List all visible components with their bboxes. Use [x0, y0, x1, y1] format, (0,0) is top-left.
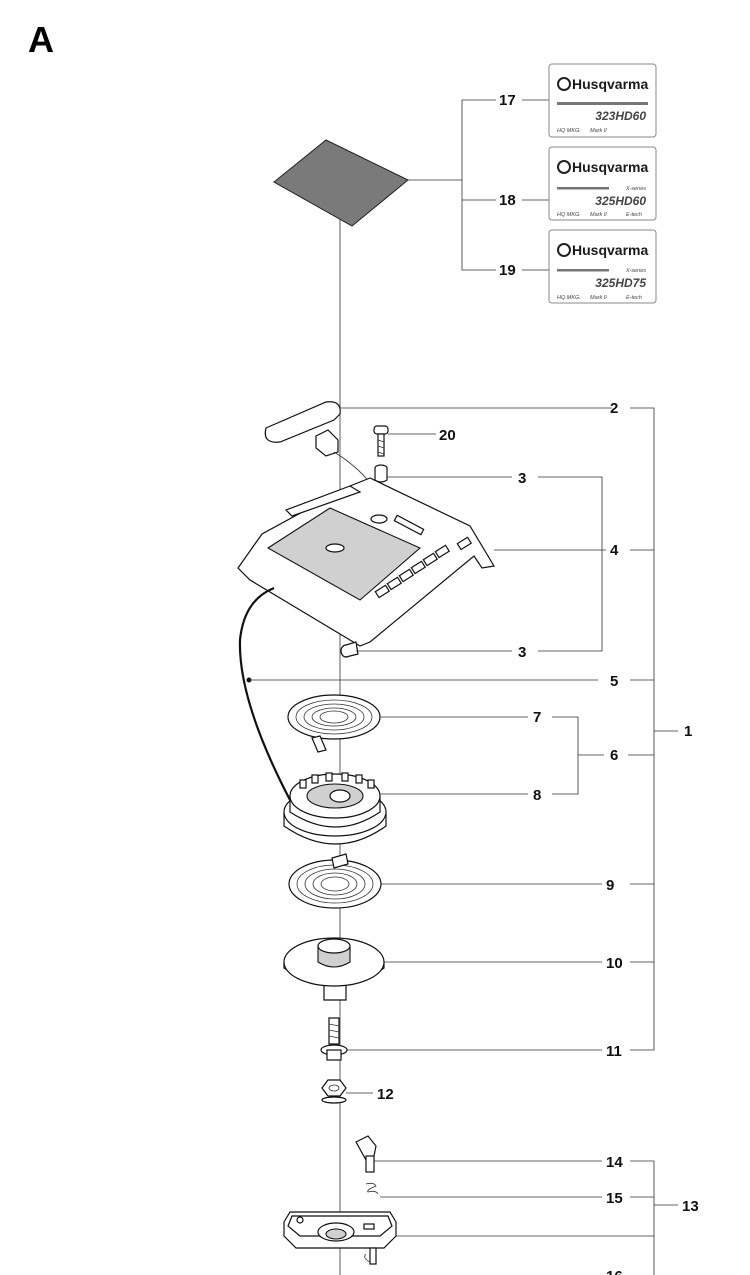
section-label: A — [28, 19, 54, 60]
screw-20 — [373, 425, 389, 457]
decal-footer-left: HQ MKG. — [557, 212, 581, 218]
bushing-upper — [374, 464, 388, 483]
callout-8: 8 — [533, 787, 541, 804]
bolt-11 — [320, 1017, 348, 1061]
callout-20: 20 — [439, 427, 456, 444]
decal-brand: Husqvarma — [572, 76, 648, 92]
nut-12 — [321, 1079, 347, 1104]
husqvarna-logo-icon — [557, 243, 571, 257]
callout-4: 4 — [610, 542, 619, 559]
callout-9: 9 — [606, 877, 614, 894]
callout-11: 11 — [606, 1043, 622, 1060]
callout-7: 7 — [533, 709, 541, 726]
decal-footer-mid: Mark II — [590, 295, 607, 301]
decal-sheet — [273, 139, 409, 227]
callout-5: 5 — [610, 673, 618, 690]
bracket-1 — [630, 407, 655, 1051]
bushing-lower — [340, 641, 359, 658]
decal-series: X-series — [625, 186, 646, 192]
rope-pulley-8 — [283, 772, 387, 845]
pawl-14 — [355, 1135, 377, 1173]
decal-model: 325HD75 — [595, 276, 646, 290]
callout-3-lower: 3 — [518, 644, 526, 661]
bracket-17-19 — [461, 99, 496, 271]
starter-rope — [238, 586, 291, 801]
decal-footer-mid: Mark II — [590, 128, 607, 134]
callout-3-upper: 3 — [518, 470, 526, 487]
decal-footer-mid: Mark II — [590, 212, 607, 218]
callout-12: 12 — [377, 1086, 394, 1103]
decal-325hd75: Husqvarma X-series 325HD75 HQ MKG. Mark … — [548, 229, 657, 304]
starter-handle — [264, 401, 387, 521]
bracket-3 — [538, 476, 603, 652]
callout-1: 1 — [684, 723, 692, 740]
bracket-13 — [630, 1160, 655, 1275]
decal-footer-left: HQ MKG. — [557, 128, 581, 134]
drive-plate — [283, 1211, 397, 1265]
callout-14: 14 — [606, 1154, 623, 1171]
decal-325hd60: Husqvarma X-series 325HD60 HQ MKG. Mark … — [548, 146, 657, 221]
husqvarna-logo-icon — [557, 160, 571, 174]
spring-9 — [288, 853, 382, 909]
decal-brand: Husqvarma — [572, 242, 648, 258]
callout-13: 13 — [682, 1198, 699, 1215]
flange-10 — [283, 937, 385, 1001]
decal-brand: Husqvarma — [572, 159, 648, 175]
decal-footer-right: E-tech — [626, 212, 642, 218]
callout-2: 2 — [610, 400, 618, 417]
decal-footer-right: E-tech — [626, 295, 642, 301]
husqvarna-logo-icon — [557, 77, 571, 91]
pawl-spring-15 — [365, 1182, 379, 1195]
bracket-6 — [552, 716, 579, 795]
callout-6: 6 — [610, 747, 618, 764]
callout-15: 15 — [606, 1190, 623, 1207]
callout-19: 19 — [499, 262, 516, 279]
starter-housing — [237, 477, 495, 647]
decal-model: 323HD60 — [595, 109, 646, 123]
decal-series: X-series — [625, 268, 646, 274]
decal-323hd60: Husqvarma 323HD60 HQ MKG. Mark II — [548, 63, 657, 138]
decal-footer-left: HQ MKG. — [557, 295, 581, 301]
recoil-spring-7 — [287, 694, 381, 753]
callout-18: 18 — [499, 192, 516, 209]
callout-17: 17 — [499, 92, 516, 109]
decal-model: 325HD60 — [595, 194, 646, 208]
callout-10: 10 — [606, 955, 623, 972]
callout-16: 16 — [606, 1268, 623, 1275]
